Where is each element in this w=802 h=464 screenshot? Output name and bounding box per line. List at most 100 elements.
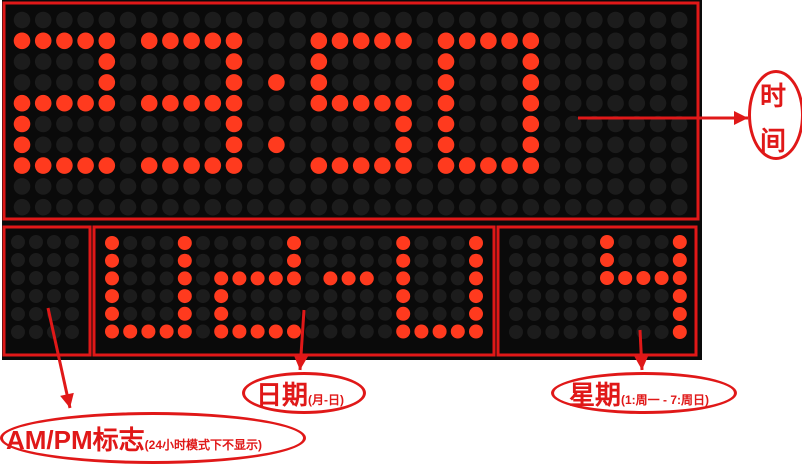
led-dot-off <box>123 236 138 250</box>
led-dot-off <box>232 236 247 250</box>
led-dot-on <box>250 324 265 339</box>
led-dot-off <box>649 32 667 50</box>
led-dot-off <box>13 11 31 29</box>
led-dot-off <box>395 178 412 195</box>
led-dot-off <box>395 198 412 216</box>
led-dot-on <box>34 94 52 112</box>
led-dot-on <box>654 271 669 285</box>
led-dot-off <box>29 325 43 339</box>
led-dot-off <box>204 198 222 216</box>
led-dot-off <box>246 53 264 70</box>
led-dot-off <box>374 178 391 195</box>
led-dot-off <box>670 115 688 133</box>
led-dot-off <box>618 325 633 339</box>
led-dot-off <box>458 198 476 216</box>
led-dot-on <box>437 94 455 112</box>
led-dot-off <box>289 178 306 195</box>
weekday-label-main: 星期 <box>569 380 622 410</box>
led-dot-off <box>545 253 560 267</box>
led-dot-off <box>141 253 156 268</box>
led-dot-off <box>450 306 465 321</box>
led-dot-on <box>469 253 483 268</box>
led-dot-off <box>458 53 476 70</box>
led-dot-off <box>607 11 624 29</box>
led-dot-on <box>225 74 243 91</box>
led-dot-off <box>378 253 392 268</box>
led-dot-on <box>287 253 301 268</box>
led-dot-off <box>543 94 561 112</box>
led-dot-off <box>563 307 578 321</box>
led-dot-off <box>77 11 94 29</box>
led-dot-off <box>250 306 265 321</box>
time-label: 时 间 <box>756 76 790 158</box>
led-dot-on <box>310 53 328 70</box>
led-dot-off <box>331 115 349 133</box>
led-dot-on <box>287 236 301 250</box>
led-dot-on <box>341 271 356 286</box>
led-dot-off <box>204 115 222 133</box>
led-dot-off <box>581 271 596 285</box>
led-dot-off <box>47 235 61 249</box>
led-dot-on <box>437 157 455 174</box>
led-dot-off <box>65 253 79 267</box>
led-dot-off <box>305 236 320 250</box>
led-dot-on <box>204 157 222 174</box>
ampm-panel-frame <box>2 225 92 357</box>
led-dot-off <box>480 136 497 154</box>
led-dot-off <box>450 253 465 268</box>
led-dot-off <box>246 136 264 154</box>
led-dot-off <box>636 253 651 267</box>
led-dot-off <box>352 11 370 29</box>
led-dot-on <box>98 74 116 91</box>
led-dot-off <box>416 157 434 174</box>
led-dot-off <box>670 136 688 154</box>
led-dot-off <box>11 271 25 285</box>
led-dot-off <box>305 324 320 339</box>
led-dot-on <box>177 306 192 321</box>
led-dot-off <box>670 53 688 70</box>
led-dot-off <box>323 253 338 268</box>
led-dot-on <box>225 94 243 112</box>
led-dot-off <box>437 11 455 29</box>
led-dot-off <box>501 198 518 216</box>
led-dot-off <box>543 53 561 70</box>
led-dot-off <box>214 253 229 268</box>
led-dot-off <box>501 11 518 29</box>
led-dot-off <box>232 253 247 268</box>
led-dot-off <box>359 236 374 250</box>
led-dot-off <box>636 289 651 303</box>
led-dot-off <box>246 178 264 195</box>
led-dot-on <box>105 306 119 321</box>
led-dot-off <box>501 74 518 91</box>
led-dot-off <box>581 325 596 339</box>
led-dot-on <box>225 136 243 154</box>
led-dot-off <box>586 136 603 154</box>
led-dot-off <box>331 178 349 195</box>
led-dot-on <box>162 94 179 112</box>
led-dot-off <box>310 178 328 195</box>
led-dot-on <box>437 53 455 70</box>
led-dot-on <box>13 32 31 50</box>
led-dot-off <box>509 325 523 339</box>
led-dot-off <box>450 289 465 304</box>
led-dot-off <box>563 253 578 267</box>
led-dot-off <box>607 32 624 50</box>
led-dot-off <box>232 289 247 304</box>
led-dot-on <box>183 32 200 50</box>
led-dot-off <box>437 198 455 216</box>
led-dot-off <box>65 235 79 249</box>
led-dot-off <box>204 11 222 29</box>
led-dot-off <box>670 198 688 216</box>
led-dot-off <box>395 74 412 91</box>
led-dot-off <box>77 178 94 195</box>
led-dot-off <box>458 11 476 29</box>
led-dot-off <box>204 74 222 91</box>
led-dot-off <box>416 94 434 112</box>
led-dot-off <box>162 74 179 91</box>
led-dot-on <box>232 271 247 286</box>
led-dot-off <box>527 325 542 339</box>
weekday-label: 星期(1:周一 - 7:周日) <box>569 375 709 412</box>
led-dot-off <box>98 178 116 195</box>
led-dot-off <box>250 253 265 268</box>
led-dot-off <box>331 74 349 91</box>
